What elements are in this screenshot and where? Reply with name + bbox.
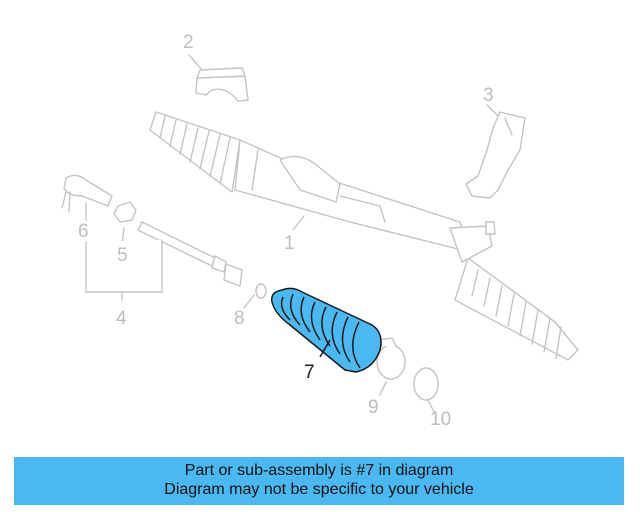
banner-line-1: Part or sub-assembly is #7 in diagram [184,462,454,479]
callout-1: 1 [284,233,295,254]
part-10-ring [413,367,439,401]
callout-8: 8 [234,308,245,329]
parts-diagram [61,54,579,413]
leader-lines [85,54,499,413]
callout-5: 5 [117,245,128,266]
callout-7: 7 [304,362,315,383]
callout-4: 4 [116,308,127,329]
part-3-bracket [465,111,526,199]
part-7-boot [270,287,382,373]
callout-3: 3 [483,85,494,106]
part-9-clamp [376,337,406,380]
part-8-ring [255,283,267,299]
callout-6: 6 [78,221,89,242]
callout-10: 10 [430,409,452,430]
callout-2: 2 [183,32,194,53]
part-5-nut [113,201,137,223]
part-4-inner-tie-rod [137,221,243,287]
callout-9: 9 [368,397,379,418]
banner-line-2: Diagram may not be specific to your vehi… [164,481,474,498]
part-6-tie-rod-end [61,174,113,213]
part-2-clamp [195,67,249,102]
info-banner: Part or sub-assembly is #7 in diagram Di… [14,457,624,505]
part-1-rack [149,111,579,361]
